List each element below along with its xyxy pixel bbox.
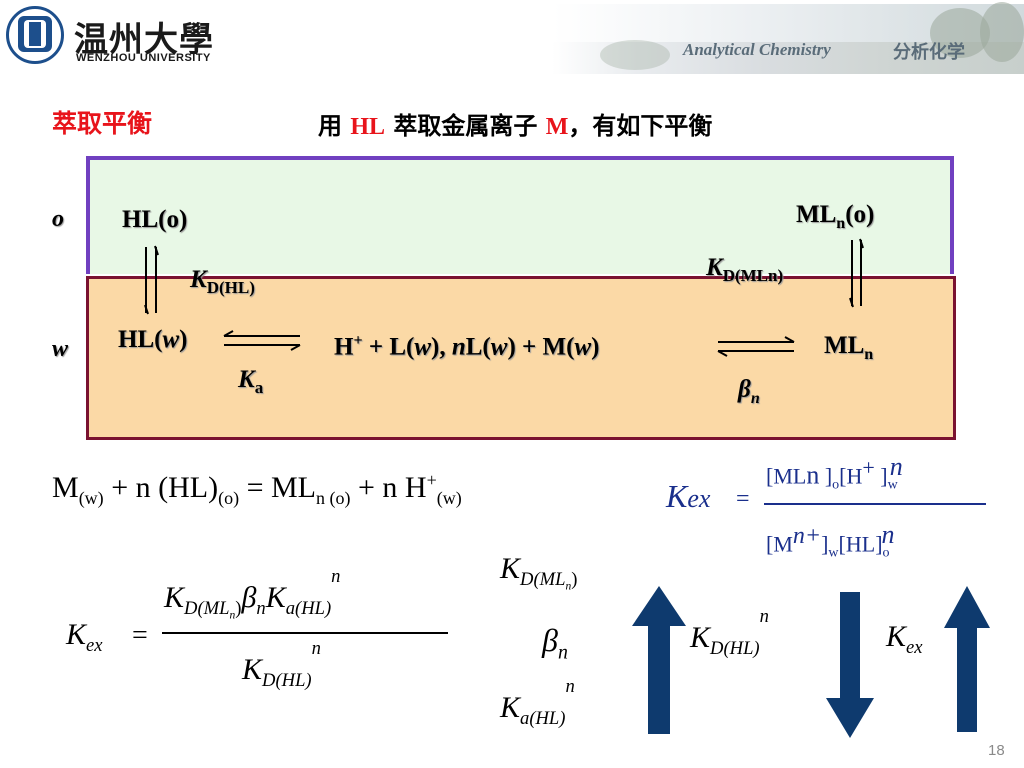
kex-formula-lhs: Kex [66, 618, 103, 656]
kd-mln-label: KD(MLn) [706, 254, 784, 285]
distribution-arrow-mln [849, 238, 864, 308]
up-arrow-icon [944, 586, 990, 732]
university-name-cn: 温州大學 [74, 20, 214, 60]
kd-hl-term: KD(HL)n [690, 606, 769, 659]
overall-equation: M(w) + n (HL)(o) = MLn (o) + n H+(w) [52, 470, 462, 508]
campus-tree [600, 40, 670, 70]
beta-n-term: βn [542, 622, 568, 664]
arrow-shaft [155, 247, 157, 313]
campus-tree [980, 2, 1024, 62]
equilibrium-arrow-ka [223, 330, 301, 351]
beta-n-label: βn [738, 376, 760, 407]
kex-formula-equals: = [132, 620, 148, 651]
arrow-shaft [851, 240, 853, 306]
course-name-cn: 分析化学 [893, 42, 965, 63]
organic-phase-box [86, 156, 954, 274]
slide-subtitle: 用 HL 萃取金属离子 M，有如下平衡 [318, 112, 713, 140]
arrow-shaft [145, 247, 147, 313]
fraction-bar [764, 503, 986, 505]
mln-aqueous: MLn [824, 332, 874, 363]
page-number: 18 [988, 742, 1005, 759]
down-arrow-icon [826, 592, 874, 738]
aqueous-phase-box [86, 276, 956, 440]
phase-label-organic: o [52, 206, 64, 232]
kd-mln-term: KD(MLn) [500, 552, 578, 593]
hl-organic: HL(o) [122, 206, 188, 233]
equilibrium-arrow-beta [717, 336, 795, 357]
university-name-en: WENZHOU UNIVERSITY [76, 52, 211, 64]
phase-label-aqueous: w [52, 336, 69, 362]
up-arrow-icon [632, 586, 686, 734]
logo-mark [29, 22, 41, 46]
kex-definition-equals: = [736, 486, 750, 512]
hl-aqueous: HL(w) [118, 326, 188, 353]
course-name-en: Analytical Chemistry [683, 40, 831, 59]
mln-organic: MLn(o) [796, 201, 875, 232]
kd-hl-label: KD(HL) [190, 266, 255, 297]
kex-formula-denominator: KD(HL)n [242, 638, 321, 691]
ka-label: Ka [238, 366, 264, 397]
kex-definition-denominator: [Mn+]w[HL]on [766, 520, 895, 561]
distribution-arrow-hl [144, 245, 159, 315]
kex-term: Kex [886, 620, 923, 658]
kex-definition-numerator: [MLn ]o[H+ ]wn [766, 452, 903, 493]
kex-formula-numerator: KD(MLn)βnKa(HL)n [164, 566, 341, 622]
dissociation-products: H+ + L(w), nL(w) + M(w) [334, 332, 600, 361]
ka-hl-term: Ka(HL)n [500, 676, 575, 729]
fraction-bar [162, 632, 448, 634]
arrow-shaft [860, 240, 862, 306]
slide-title: 萃取平衡 [52, 109, 153, 138]
kex-definition-lhs: Kex [666, 478, 711, 514]
